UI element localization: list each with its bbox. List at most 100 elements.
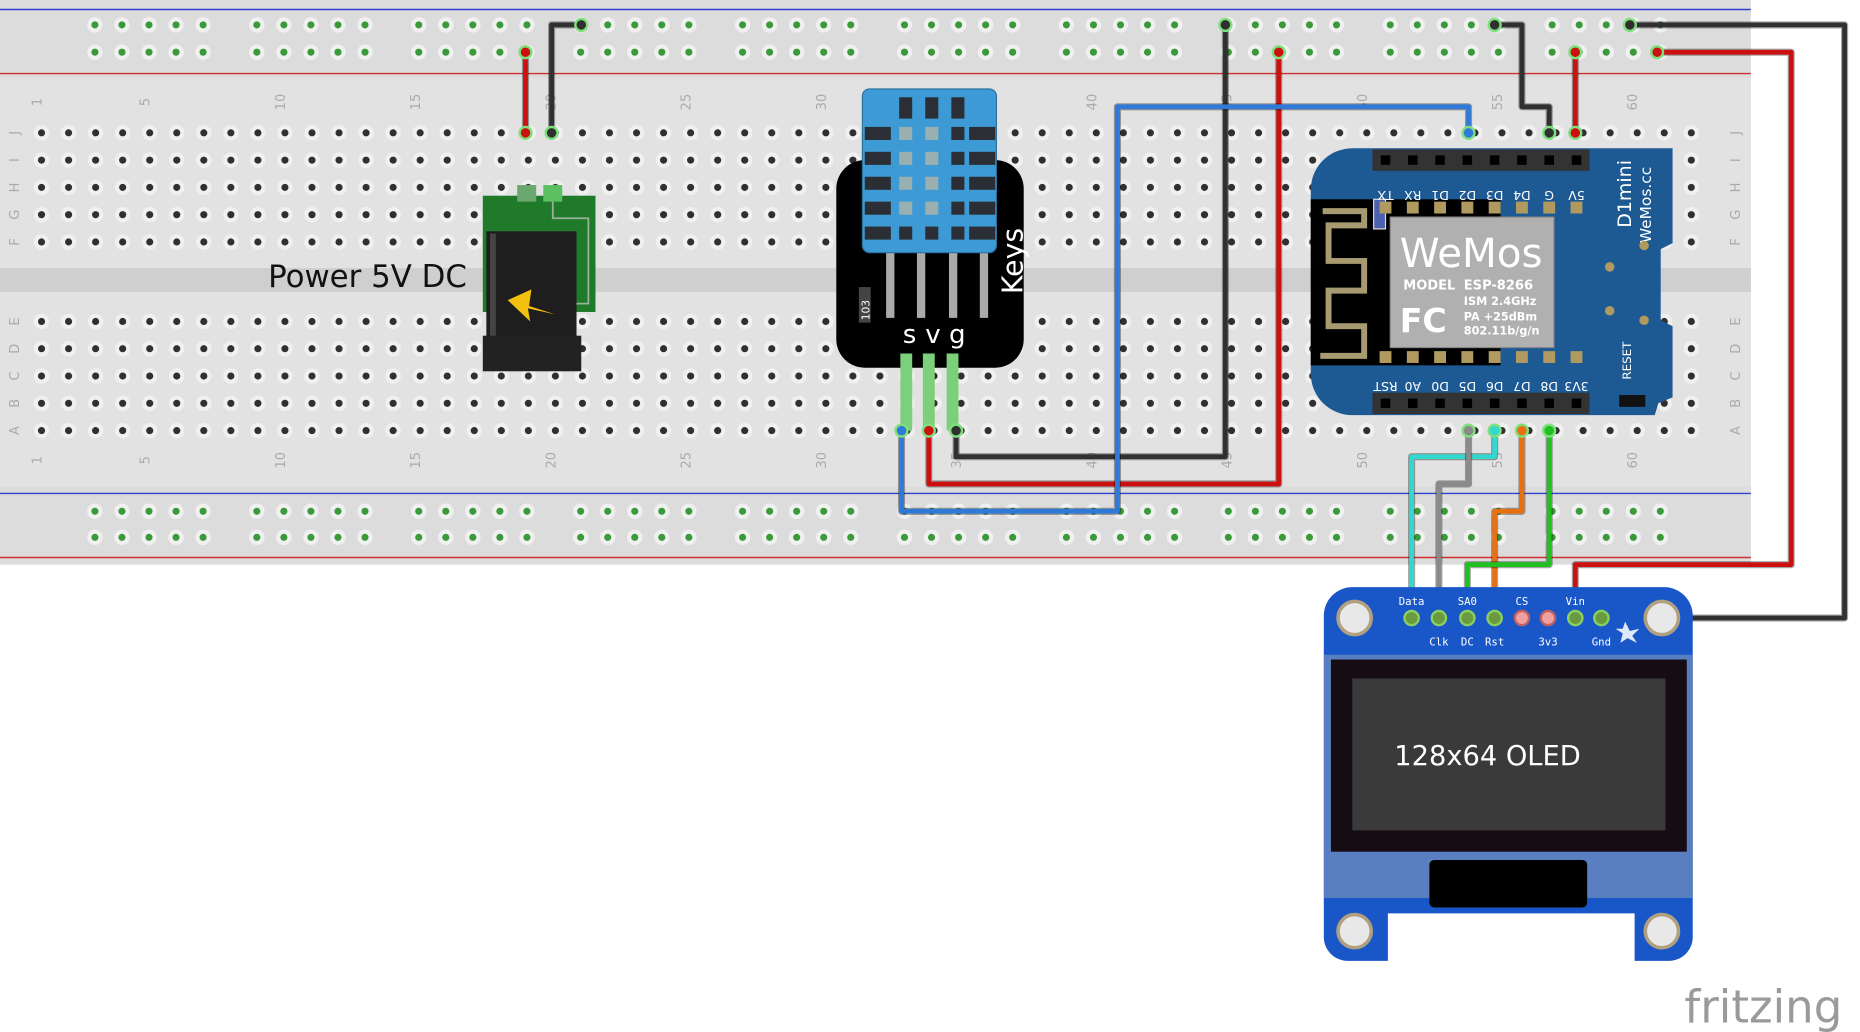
header-pin[interactable] [1489,155,1500,165]
wire-endpoint[interactable] [1542,423,1557,438]
header-pin[interactable] [1571,398,1582,409]
header-pin[interactable] [1408,398,1418,409]
column-number: 5 [139,98,154,106]
hole-center [984,399,992,407]
rail-hole-center [739,533,747,541]
hole-center [1606,129,1614,137]
oled-pin[interactable] [1593,609,1610,627]
dht-vcc-wire[interactable] [926,52,1282,487]
wires [518,17,1849,626]
hole-center [632,129,641,137]
header-pin[interactable] [1544,155,1554,165]
wire-endpoint[interactable] [1461,423,1476,438]
rail-hole-center [1089,48,1098,56]
hole-center [308,238,316,246]
wire-endpoint[interactable] [948,423,964,438]
rail-hole-center [280,21,288,29]
header-pin[interactable] [1408,155,1418,165]
header-pin[interactable] [1462,155,1473,165]
header-pin[interactable] [1380,155,1391,165]
hole-center [1038,238,1046,246]
pad [1515,201,1528,214]
header-pin[interactable] [1517,155,1527,165]
power-black-wire[interactable] [549,22,582,133]
wire-endpoint[interactable] [1622,17,1637,33]
hole-center [335,372,343,380]
hole-center [1255,183,1263,191]
hole-center [443,129,451,137]
oled-pin[interactable] [1566,609,1584,627]
wire-endpoint[interactable] [894,423,909,438]
wire-endpoint[interactable] [1514,423,1530,438]
header-pin[interactable] [1435,155,1445,165]
column-number: 25 [680,94,695,111]
wire-endpoint[interactable] [1487,17,1502,33]
oled-pin[interactable] [1459,609,1476,627]
header-pin[interactable] [1462,398,1473,409]
hole-center [281,183,289,191]
wire-endpoint[interactable] [1650,45,1665,60]
oled-pin[interactable] [1513,609,1531,627]
wire-endpoint[interactable] [1568,125,1583,140]
wire-endpoint[interactable] [518,125,533,140]
dht-gnd-wire[interactable] [953,24,1228,460]
hole-center [1119,129,1127,137]
hole-center [227,399,235,407]
row-letter: D [8,344,23,354]
wire-endpoint[interactable] [1568,45,1583,60]
hole-center [687,317,695,326]
oled-pin[interactable] [1403,609,1420,627]
hole-center [795,238,803,246]
oled-clk-wire[interactable] [1436,430,1471,619]
header-pin[interactable] [1435,398,1445,409]
oled-data-wire[interactable] [1409,430,1498,619]
hole-center [741,156,749,164]
header-pin[interactable] [1571,155,1582,165]
hole-center [822,238,830,246]
oled-pin[interactable] [1430,609,1448,627]
dht-signal-wire[interactable] [899,104,1471,514]
hole-center [1065,238,1073,246]
header-pin[interactable] [1544,398,1554,409]
header-pin[interactable] [1489,398,1500,409]
hole-center [1255,317,1263,326]
oled-pin[interactable] [1486,609,1503,627]
hole-center [254,129,262,137]
d1-gnd-wire[interactable] [1494,22,1552,133]
oled-pin[interactable] [1539,609,1557,627]
wire-endpoint[interactable] [544,125,559,140]
rail-hole-center [1602,21,1610,29]
rail-hole-center [1305,533,1314,541]
hole-center [146,372,154,380]
oled-gnd-wire[interactable] [1601,22,1847,621]
sensor-vent [925,97,939,119]
pad [1461,351,1474,363]
wire-endpoint[interactable] [1271,45,1286,60]
wire-endpoint[interactable] [518,45,533,60]
d1-pin-label: G [1544,188,1554,203]
wire-endpoint[interactable] [574,17,589,33]
hole-center [1525,129,1533,137]
oled-vin-wire[interactable] [1572,49,1794,619]
wire-endpoint[interactable] [921,423,936,438]
header-pin[interactable] [1380,398,1391,409]
hole-center [443,211,451,219]
dht-sensor-module: 103 Keys s v g [836,88,1030,431]
wire-endpoint[interactable] [1461,125,1476,140]
reset-button[interactable] [1619,395,1646,407]
hole-center [254,399,262,407]
hole-center [714,372,722,380]
wire-endpoint[interactable] [1542,125,1557,140]
row-letter: I [1729,158,1744,162]
hole-center [119,129,127,137]
row-letter: D [1729,344,1744,354]
wire-endpoint[interactable] [1487,423,1502,438]
hole-center [1660,129,1668,137]
column-number: 60 [1626,94,1641,111]
hole-center [1227,317,1236,326]
header-pin[interactable] [1517,398,1527,409]
hole-center [200,183,208,191]
wire-endpoint[interactable] [1218,17,1233,33]
rail-hole-center [955,48,963,56]
